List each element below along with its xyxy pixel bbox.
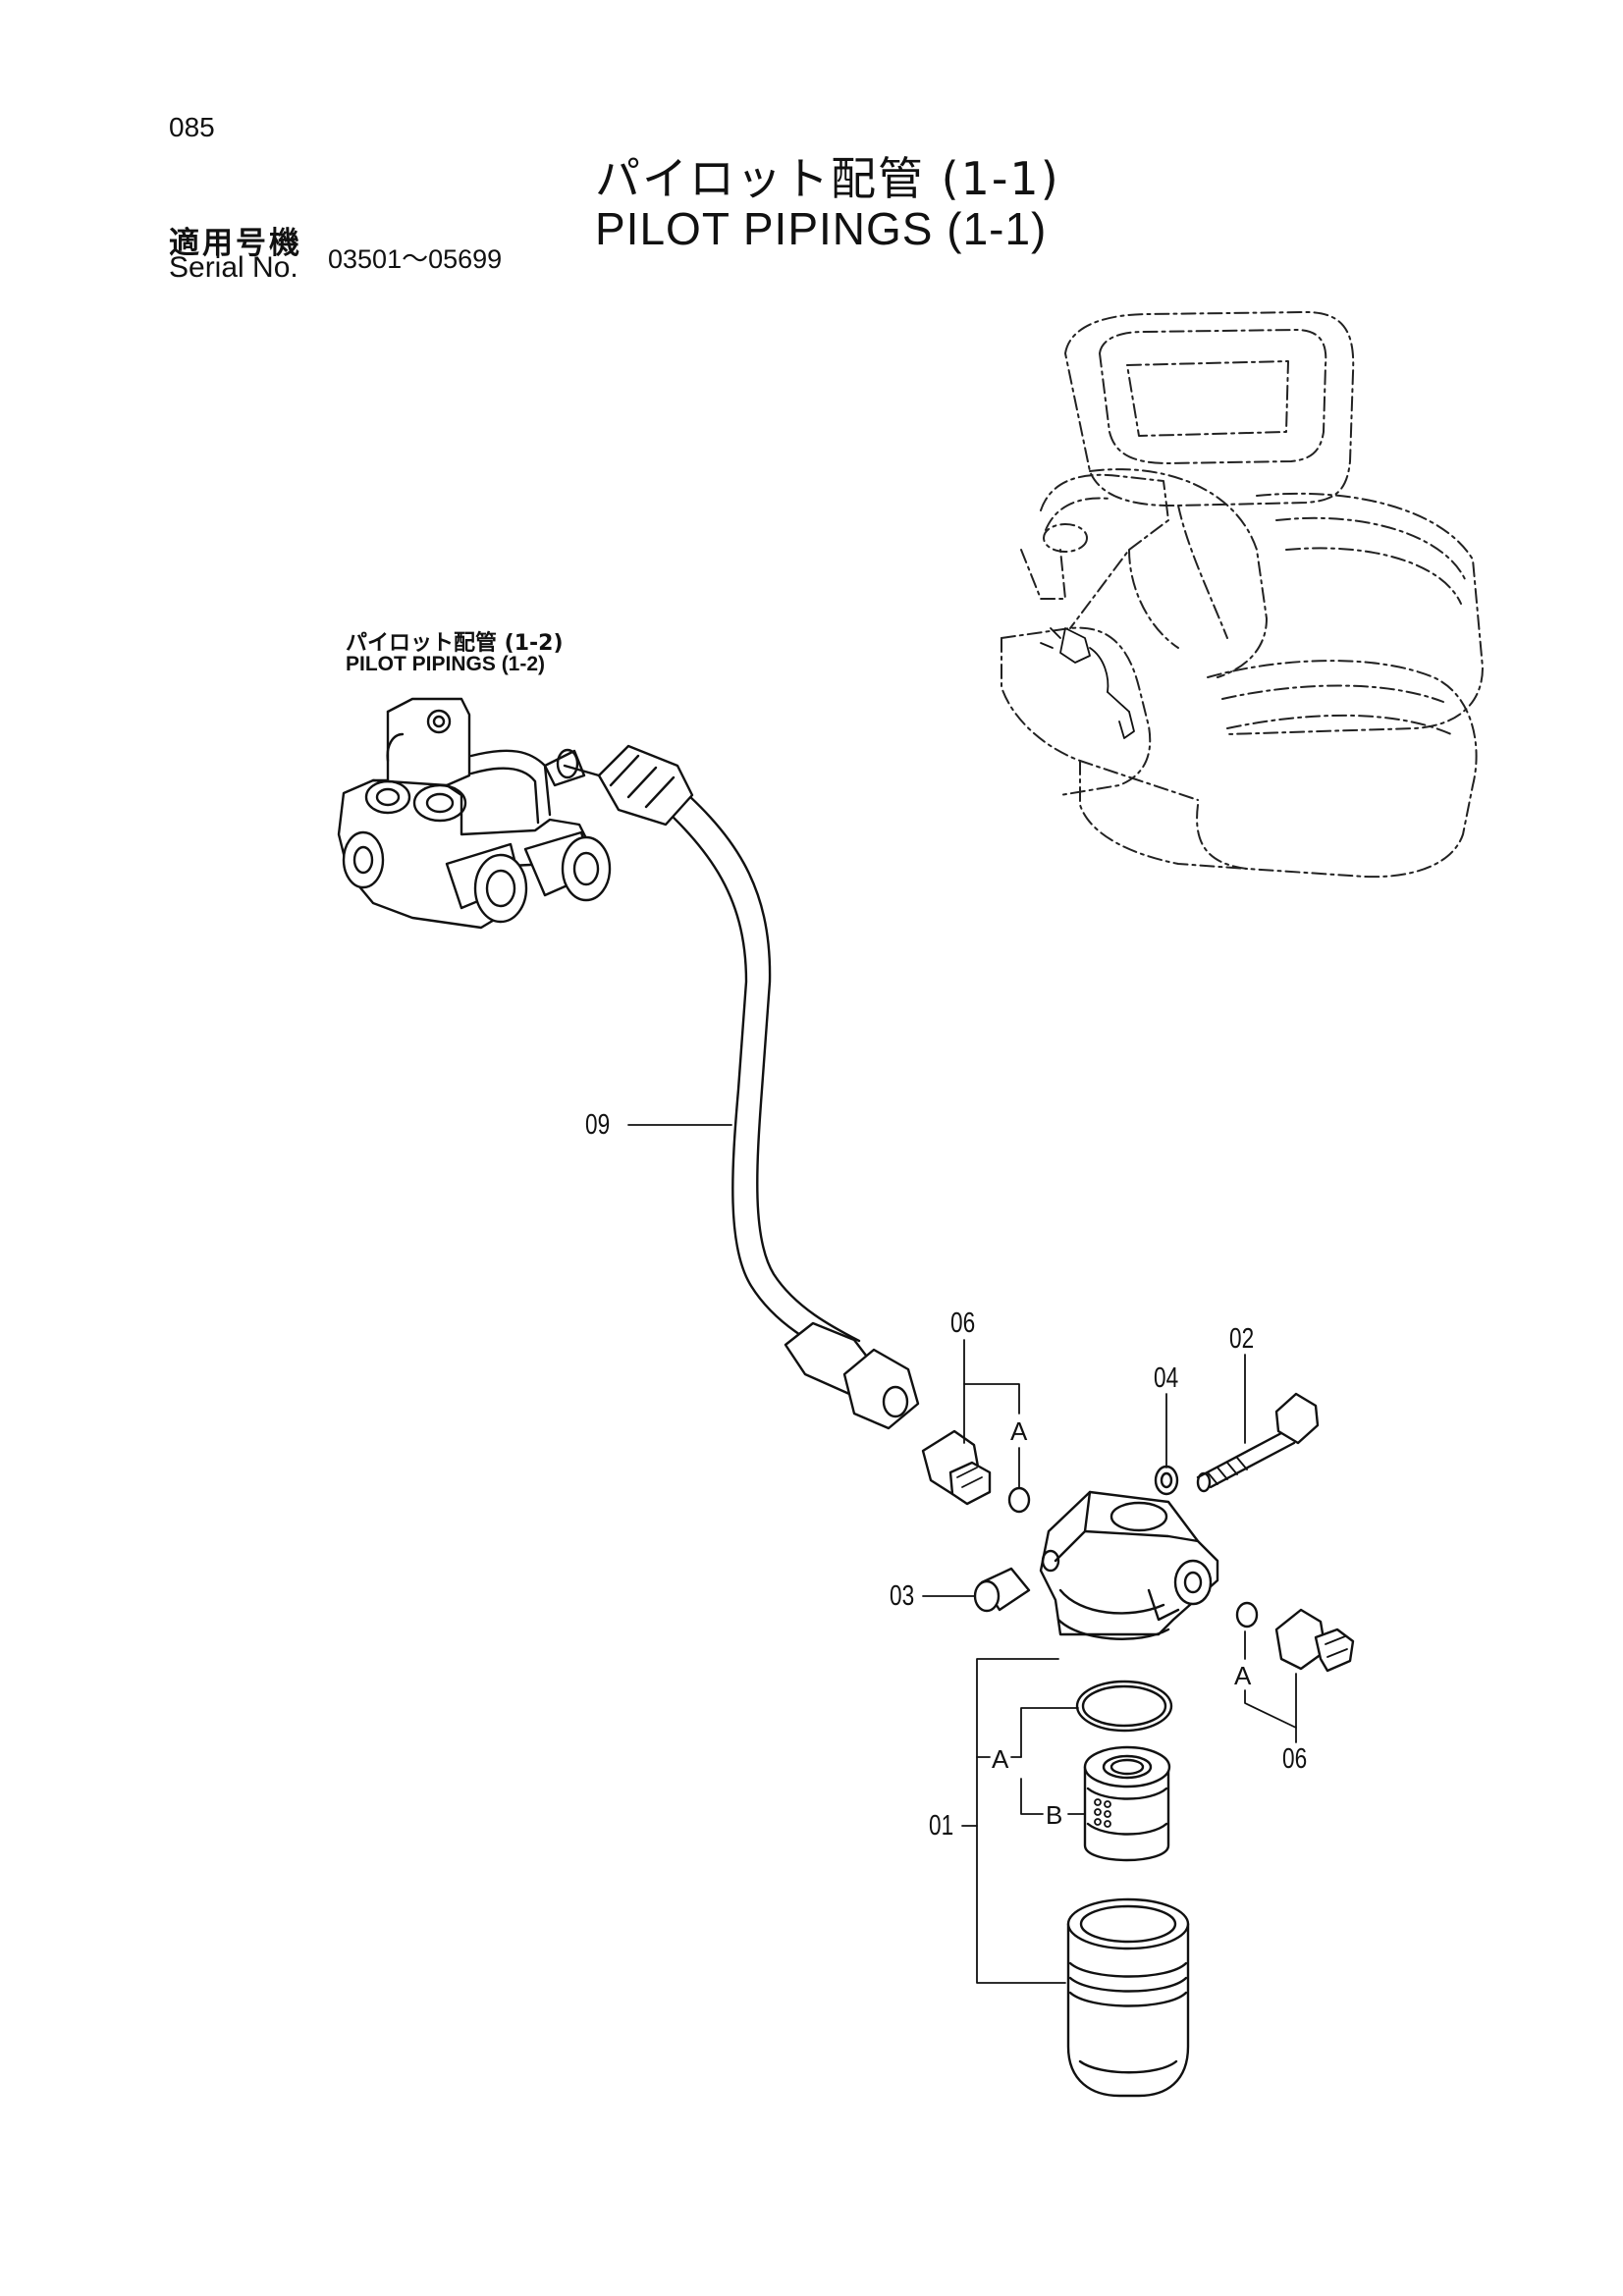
callout-06-top: 06	[950, 1308, 976, 1339]
callout-06-bottom: 06	[1282, 1743, 1308, 1775]
page-title-japanese: パイロット配管 (1-1)	[595, 152, 1060, 205]
callout-leader-lines	[627, 1124, 1297, 1984]
kit-letter-a-top: A	[1010, 1416, 1028, 1446]
operator-seat-illustration	[1001, 311, 1484, 879]
washer-04	[1154, 1465, 1179, 1496]
filter-bowl	[1066, 1897, 1190, 2098]
filter-element	[1083, 1745, 1171, 1862]
adapter-fitting-06-right	[1235, 1601, 1355, 1673]
cross-reference-english: PILOT PIPINGS (1-2)	[346, 653, 546, 675]
callout-04: 04	[1154, 1362, 1179, 1394]
callout-01: 01	[929, 1810, 954, 1842]
filter-o-ring	[1075, 1680, 1173, 1733]
callout-03: 03	[890, 1580, 915, 1612]
kit-letter-a-filter: A	[992, 1744, 1009, 1774]
callout-09: 09	[585, 1109, 611, 1141]
pilot-valve-block	[337, 697, 612, 930]
kit-letter-b-filter: B	[1046, 1800, 1063, 1830]
pilot-hose-09	[563, 744, 920, 1430]
adapter-fitting-06-top	[921, 1429, 1031, 1514]
page-number: 085	[169, 112, 215, 142]
plug-03	[973, 1567, 1031, 1613]
serial-label-english: Serial No.	[169, 251, 298, 284]
serial-number-range: 03501～05699	[328, 244, 503, 274]
kit-letter-a-right: A	[1234, 1661, 1252, 1690]
callout-02: 02	[1229, 1323, 1255, 1355]
serial-label-japanese: 適用号機	[169, 226, 302, 261]
filter-head	[1039, 1490, 1219, 1640]
bolt-02	[1196, 1392, 1320, 1493]
cross-reference-japanese: パイロット配管 (1-2)	[346, 631, 564, 656]
page-title-english: PILOT PIPINGS (1-1)	[595, 203, 1048, 254]
